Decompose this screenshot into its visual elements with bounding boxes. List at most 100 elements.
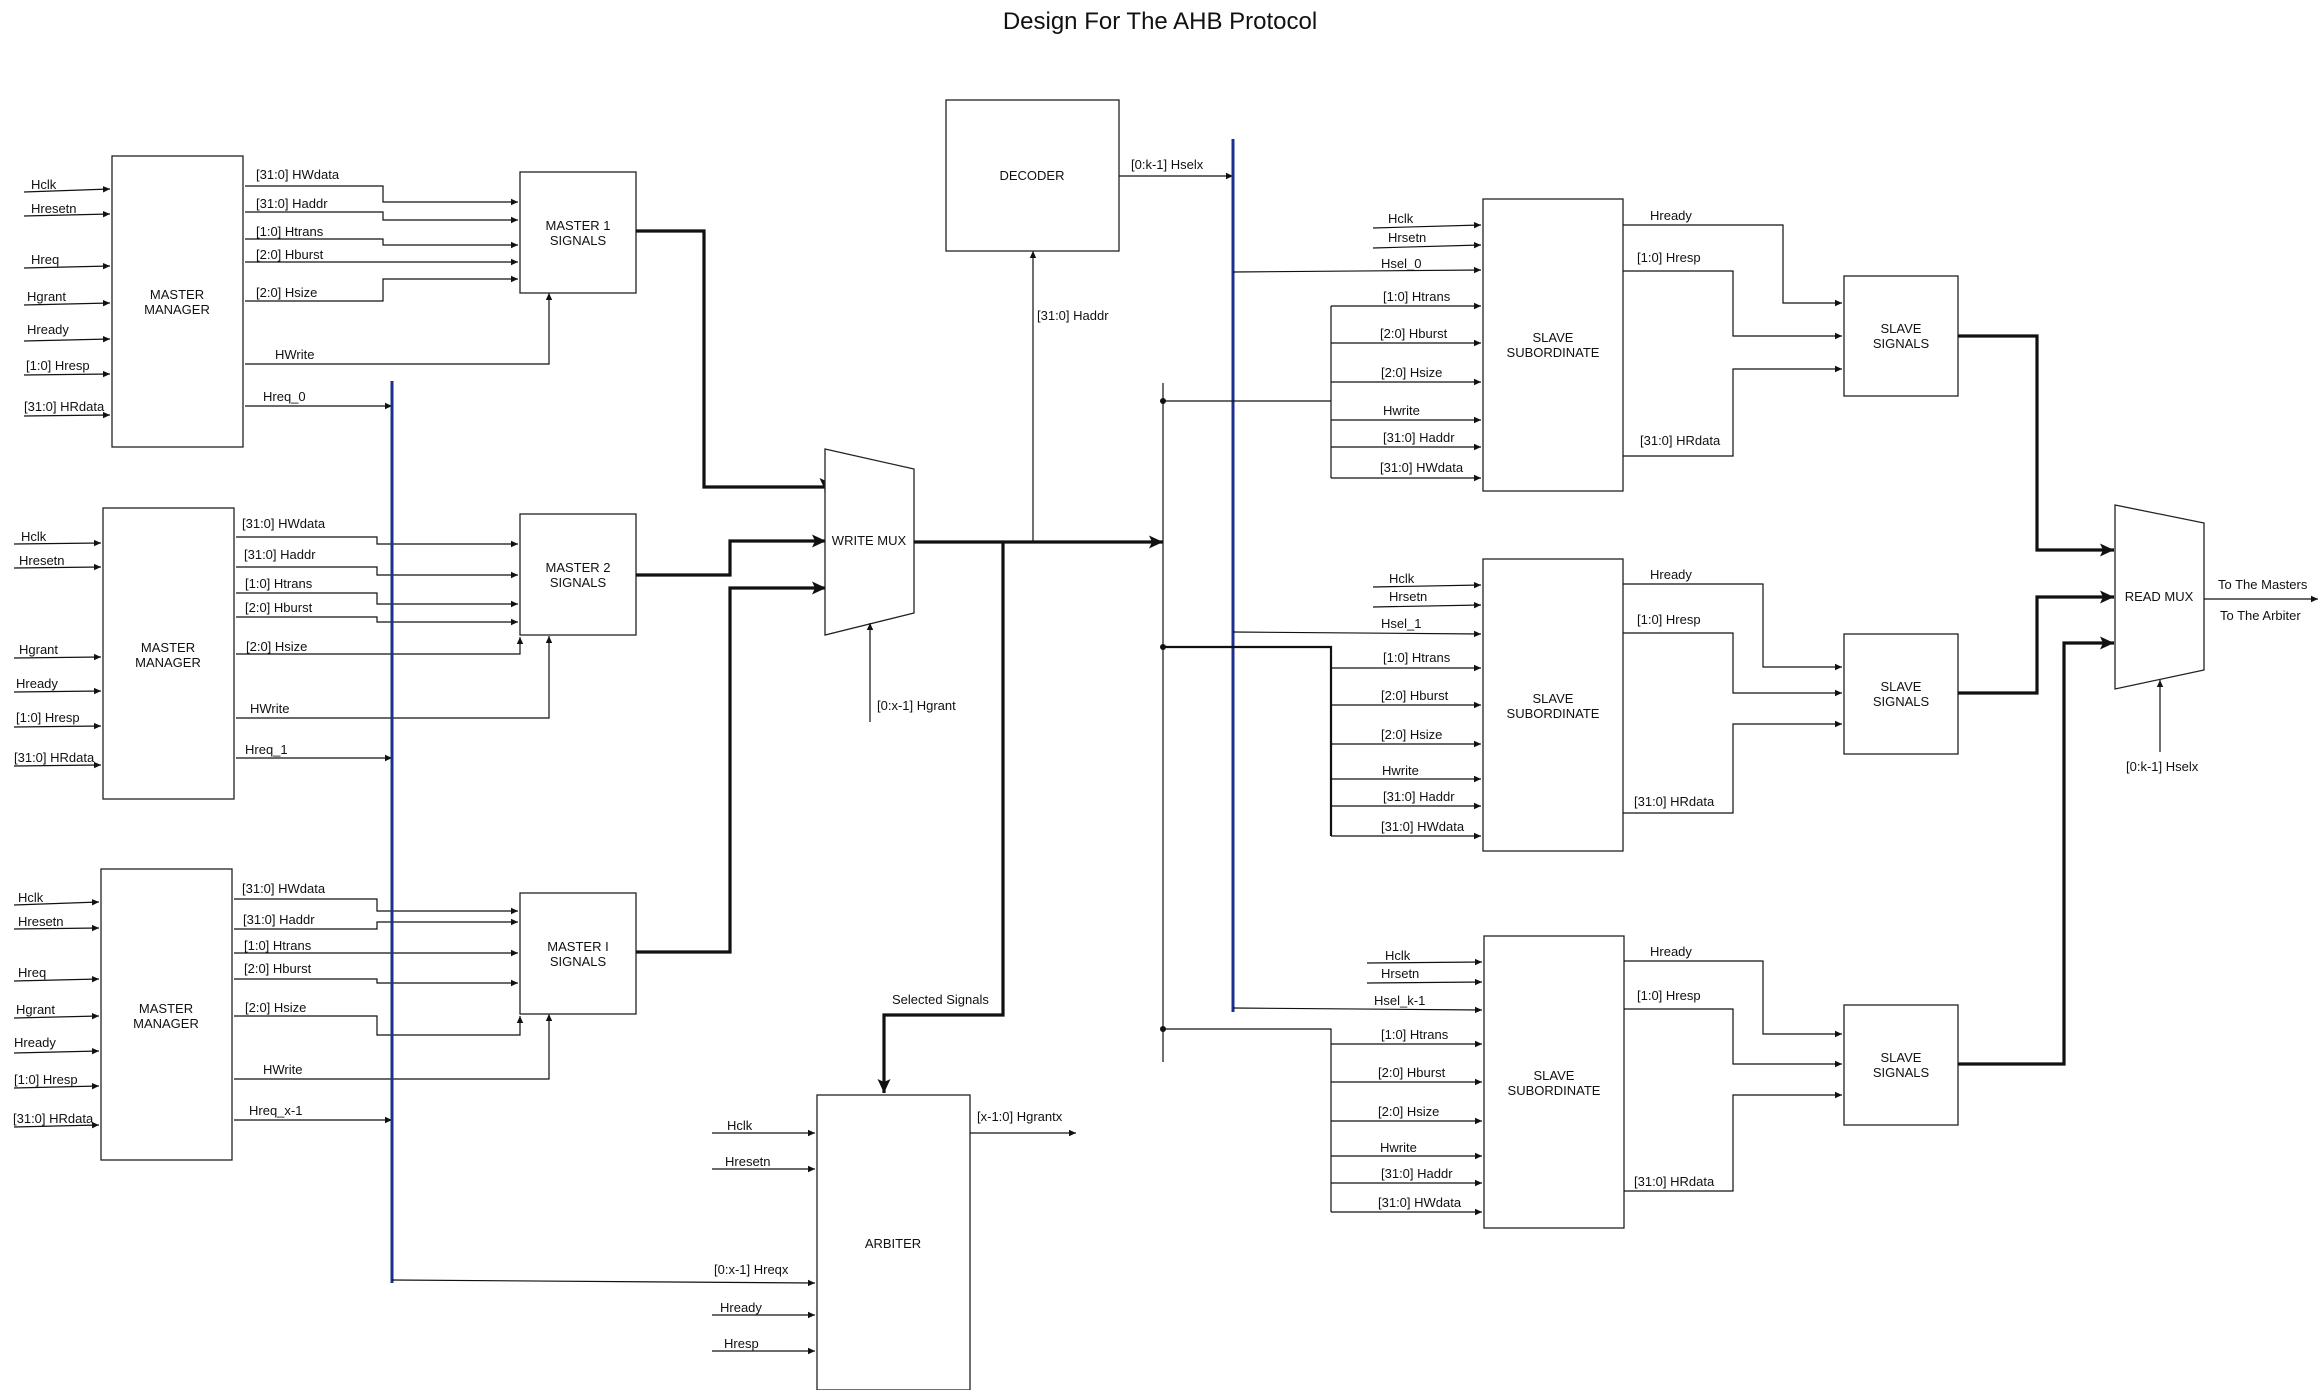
master-manager-block <box>102 507 235 800</box>
input-arrow <box>13 687 102 695</box>
input-label: [31:0] HRdata <box>24 399 105 414</box>
input-arrow <box>23 370 111 378</box>
input-arrow <box>1372 601 1482 609</box>
arbiter-input-label: Hresp <box>724 1336 759 1351</box>
arbiter-output-label: [x-1:0] Hgrantx <box>977 1109 1063 1124</box>
output-label: HWrite <box>250 701 289 716</box>
input-label: Hclk <box>18 890 44 905</box>
input-label: Hclk <box>21 529 47 544</box>
slave-group-1: SLAVE SUBORDINATE Hclk Hrsetn Hsel_0 [1:… <box>1163 198 1959 492</box>
slave1-to-read-mux <box>1958 334 2114 557</box>
slave2-to-read-mux <box>1958 590 2114 695</box>
input-label: Hreq <box>31 252 59 267</box>
slave-signals-label-line-1: SLAVE <box>1881 321 1922 336</box>
arbiter-input-label: Hresetn <box>725 1154 771 1169</box>
input-label: Hrsetn <box>1381 966 1419 981</box>
input-label: Hgrant <box>16 1002 55 1017</box>
output-label: [31:0] HWdata <box>242 881 326 896</box>
input-label: [1:0] Hresp <box>14 1072 78 1087</box>
output-label: [31:0] HWdata <box>256 167 340 182</box>
input-label: [2:0] Hburst <box>1378 1065 1446 1080</box>
output-wire <box>1623 365 1842 457</box>
master2-to-write-mux <box>636 534 826 577</box>
slave-subordinate-label-line-1: SLAVE <box>1533 691 1574 706</box>
output-label: Hready <box>1650 944 1692 959</box>
slave-signals-label-line-1: SLAVE <box>1881 1050 1922 1065</box>
input-arrow <box>13 761 102 769</box>
input-label: Hwrite <box>1380 1140 1417 1155</box>
output-label: [2:0] Hsize <box>245 1000 306 1015</box>
input-label: [31:0] Haddr <box>1383 789 1455 804</box>
input-label: [1:0] Htrans <box>1383 289 1451 304</box>
decoder-label: DECODER <box>999 168 1064 183</box>
input-label: Hgrant <box>19 642 58 657</box>
input-arrow <box>13 899 100 906</box>
input-arrow <box>23 299 111 307</box>
input-label: Hresetn <box>19 553 65 568</box>
master-signals-label-line-1: MASTER 1 <box>545 218 610 233</box>
input-arrow <box>1366 958 1483 966</box>
output-label: Hreq_1 <box>245 742 288 757</box>
output-wire <box>1623 583 1842 671</box>
output-label: Hreq_0 <box>263 389 306 404</box>
input-label: [31:0] HRdata <box>13 1111 94 1126</box>
write-mux-label: WRITE MUX <box>832 533 907 548</box>
slave-signals-block <box>1843 275 1959 397</box>
arbiter-input-label: Hclk <box>727 1118 753 1133</box>
slave-signals-label-line-2: SIGNALS <box>1873 694 1930 709</box>
read-mux: READ MUX [0:k-1] Hselx To The Masters To… <box>2114 504 2318 774</box>
output-wire <box>236 592 518 608</box>
input-label: [31:0] HWdata <box>1381 819 1465 834</box>
hsel-wire <box>1232 1006 1483 1014</box>
hgrant-select-label: [0:x-1] Hgrant <box>877 698 956 713</box>
input-arrow <box>13 1047 100 1055</box>
input-label: [2:0] Hsize <box>1378 1104 1439 1119</box>
input-arrow <box>23 210 111 218</box>
input-arrow <box>1372 221 1482 229</box>
output-wire <box>245 293 553 365</box>
input-label: Hready <box>14 1035 56 1050</box>
arbiter-block <box>816 1094 971 1390</box>
output-label: HWrite <box>275 347 314 362</box>
arbiter-input-label: Hready <box>720 1300 762 1315</box>
input-arrow <box>13 539 102 547</box>
input-arrow <box>13 653 102 661</box>
input-arrow <box>13 1012 100 1020</box>
slave-subordinate-label-line-2: SUBORDINATE <box>1507 345 1600 360</box>
output-label: HWrite <box>263 1062 302 1077</box>
output-wire <box>245 275 518 302</box>
output-label: [2:0] Hburst <box>256 247 324 262</box>
output-wire <box>245 238 518 249</box>
selected-signals-label: Selected Signals <box>892 992 989 1007</box>
master-group-2: MASTER MANAGER Hclk Hresetn Hgrant Hread… <box>13 507 637 800</box>
master-manager-label-line-1: MASTER <box>139 1001 193 1016</box>
output-label: [1:0] Hresp <box>1637 988 1701 1003</box>
input-label: Hwrite <box>1382 763 1419 778</box>
input-label: Hgrant <box>27 289 66 304</box>
decoder-block <box>945 99 1120 252</box>
decoder: DECODER [0:k-1] Hselx <box>945 99 1233 252</box>
input-arrow <box>13 1082 100 1090</box>
slave-subordinate-block <box>1482 558 1624 852</box>
master-manager-block <box>100 868 233 1161</box>
input-label: [2:0] Hsize <box>1381 727 1442 742</box>
input-arrow <box>13 975 100 983</box>
input-label: [2:0] Hburst <box>1381 688 1449 703</box>
fanout-wire <box>1163 1028 1332 1212</box>
output-label: Hready <box>1650 567 1692 582</box>
master-signals-label-line-1: MASTER I <box>547 939 608 954</box>
slave3-to-read-mux <box>1958 636 2114 1066</box>
hsel-wire <box>1232 630 1482 638</box>
output-wire <box>1624 1091 1842 1192</box>
slave-subordinate-label-line-2: SUBORDINATE <box>1507 706 1600 721</box>
output-label: [2:0] Hsize <box>246 639 307 654</box>
input-label: [1:0] Htrans <box>1383 650 1451 665</box>
output-wire <box>236 616 518 626</box>
slave-signals-block <box>1843 1004 1959 1126</box>
master-signals-block <box>519 513 637 636</box>
input-arrow <box>1366 978 1483 986</box>
slave-subordinate-block <box>1483 935 1625 1229</box>
output-label: Hready <box>1650 208 1692 223</box>
master-manager-label-line-1: MASTER <box>150 287 204 302</box>
slave-signals-label-line-1: SLAVE <box>1881 679 1922 694</box>
